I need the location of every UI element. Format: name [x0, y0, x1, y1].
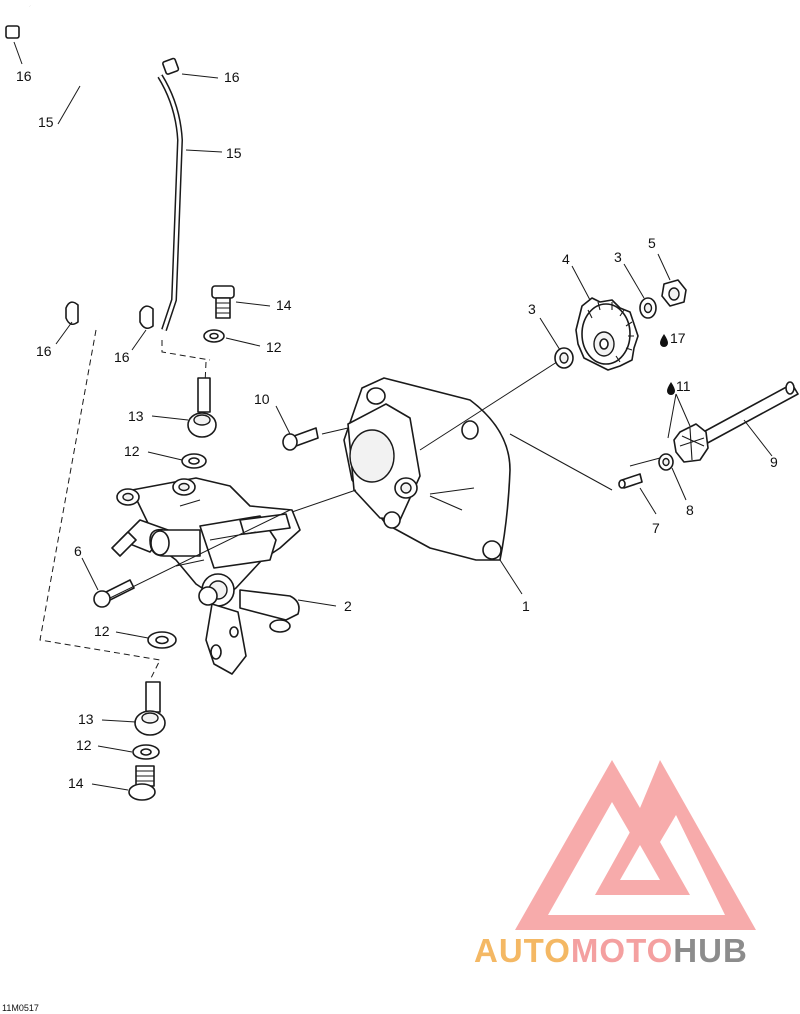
clamp-16-right — [139, 305, 154, 330]
callout-14: 14 — [276, 297, 292, 313]
callout-13: 13 — [78, 711, 94, 727]
callout-15: 15 — [38, 114, 54, 130]
routing-dash-left — [39, 329, 161, 681]
nut-5 — [661, 279, 687, 307]
banjo-fitting-13-lower — [134, 681, 166, 736]
callout-16: 16 — [36, 343, 52, 359]
banjo-bolt-14-upper — [211, 285, 235, 319]
clamp-16-left — [65, 301, 79, 326]
callout-16: 16 — [224, 69, 240, 85]
bolt-10 — [282, 427, 319, 451]
oil-line-left — [5, 4, 110, 321]
pump-shaft-9 — [673, 381, 799, 463]
callout-6: 6 — [74, 543, 82, 559]
clamp-16-top-right — [162, 57, 180, 75]
callout-4: 4 — [562, 251, 570, 267]
oil-line-right — [157, 57, 184, 331]
callout-5: 5 — [648, 235, 656, 251]
callout-8: 8 — [686, 502, 694, 518]
callout-16: 16 — [114, 349, 130, 365]
oil-pump-2 — [111, 477, 301, 675]
washer-3-left — [554, 347, 574, 369]
oil-drop-icon-11 — [667, 382, 675, 395]
watermark-logo — [515, 760, 756, 930]
washer-3-right — [639, 297, 657, 319]
callout-12: 12 — [266, 339, 282, 355]
callout-13: 13 — [128, 408, 144, 424]
pump-cover-1 — [343, 377, 511, 561]
callout-14: 14 — [68, 775, 84, 791]
callout-12: 12 — [94, 623, 110, 639]
callout-12: 12 — [124, 443, 140, 459]
callout-3: 3 — [528, 301, 536, 317]
banjo-fitting-13-upper — [187, 377, 217, 438]
callout-7: 7 — [652, 520, 660, 536]
callout-12: 12 — [76, 737, 92, 753]
callout-3: 3 — [614, 249, 622, 265]
diagram-reference-code: 11M0517 — [2, 1003, 39, 1013]
callout-2: 2 — [344, 598, 352, 614]
callout-17: 17 — [670, 330, 686, 346]
banjo-bolt-14-lower — [128, 765, 156, 801]
watermark-text: AUTOMOTOHUB — [474, 932, 748, 969]
callout-1: 1 — [522, 598, 530, 614]
pin-7 — [618, 473, 643, 489]
gear-4 — [575, 297, 639, 371]
callout-11: 11 — [676, 378, 691, 394]
watermark-auto: AUTO — [474, 932, 571, 969]
bolt-6 — [93, 579, 135, 608]
routing-dash-right — [161, 340, 211, 361]
callout-15: 15 — [226, 145, 242, 161]
callout-16: 16 — [16, 68, 32, 84]
routing-dash-upper — [204, 361, 207, 385]
callout-labels: 16 15 16 15 16 16 14 12 10 13 12 6 12 13… — [16, 68, 778, 791]
callout-9: 9 — [770, 454, 778, 470]
washer-8 — [658, 453, 674, 471]
watermark-moto: MOTO — [571, 932, 673, 969]
leader-lines — [13, 41, 773, 791]
callout-10: 10 — [254, 391, 270, 407]
watermark-hub: HUB — [673, 932, 748, 969]
clamp-16-top-left — [5, 25, 20, 39]
oil-drop-icon-17 — [660, 334, 668, 347]
